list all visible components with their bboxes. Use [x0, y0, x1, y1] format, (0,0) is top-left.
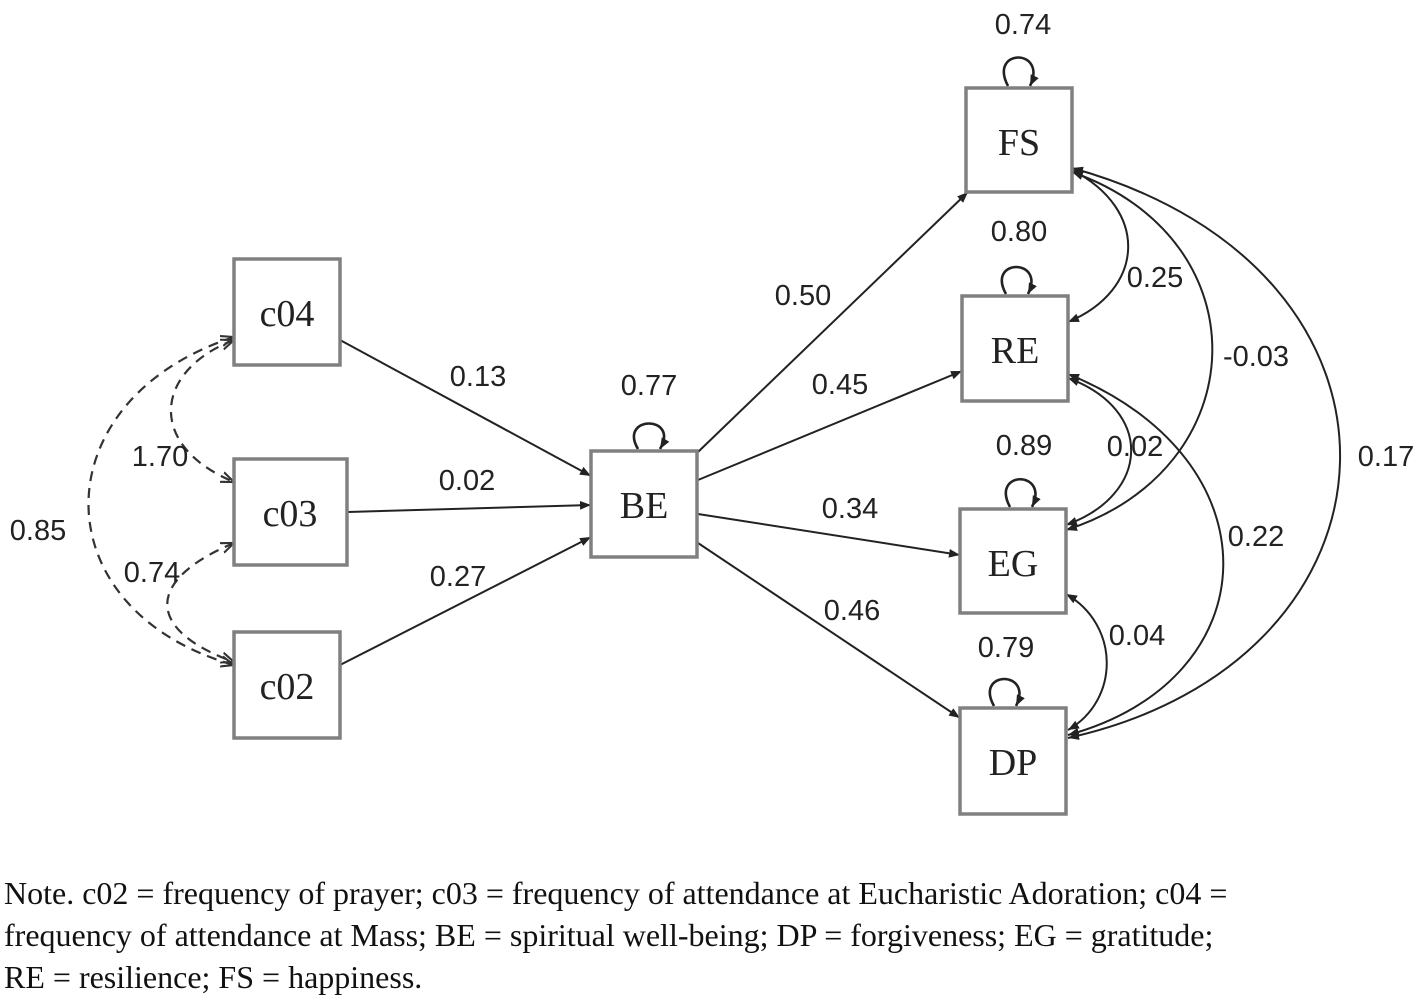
cov-fs-dp — [1067, 166, 1341, 740]
figure-note: Note. c02 = frequency of prayer; c03 = f… — [4, 872, 1414, 998]
variance-re: 0.80 — [991, 216, 1047, 248]
coef-be-dp: 0.46 — [824, 595, 880, 627]
coef-be-re: 0.45 — [812, 369, 868, 401]
cov-c04-c02 — [87, 337, 235, 665]
path-be-eg — [697, 513, 961, 558]
cov-label-fs-dp: 0.17 — [1358, 441, 1414, 473]
coef-be-fs: 0.50 — [775, 280, 831, 312]
path-be-dp — [697, 542, 961, 719]
node-re: RE — [960, 294, 1070, 403]
variance-fs: 0.74 — [995, 9, 1051, 41]
node-c04-label: c04 — [260, 293, 315, 335]
cov-label-c03-c02: 0.74 — [124, 557, 180, 589]
node-fs: FS — [964, 86, 1074, 194]
note-line-2: frequency of attendance at Mass; BE = sp… — [4, 917, 1214, 953]
path-c03-be — [347, 500, 592, 513]
cov-re-dp — [1067, 373, 1225, 737]
variance-dp: 0.79 — [978, 632, 1034, 664]
path-c02-be — [339, 536, 592, 666]
variance-eg: 0.89 — [996, 430, 1052, 462]
cov-fs-re — [1067, 169, 1130, 323]
cov-label-eg-dp: 0.04 — [1109, 620, 1165, 652]
node-c04: c04 — [232, 257, 342, 367]
note-line-1: Note. c02 = frequency of prayer; c03 = f… — [4, 875, 1228, 911]
node-c03-label: c03 — [263, 493, 318, 535]
cov-label-c04-c03: 1.70 — [132, 441, 188, 473]
coef-c02-be: 0.27 — [430, 561, 486, 593]
cov-label-c04-c02: 0.85 — [10, 515, 66, 547]
coef-c03-be: 0.02 — [439, 465, 495, 497]
node-re-label: RE — [991, 330, 1040, 372]
node-eg-label: EG — [988, 543, 1039, 585]
node-dp: DP — [958, 706, 1068, 816]
variance-loop-re — [1000, 265, 1037, 295]
variance-loop-eg — [1004, 477, 1041, 508]
cov-label-re-dp: 0.22 — [1228, 521, 1284, 553]
cov-eg-dp — [1065, 593, 1108, 731]
variance-be: 0.77 — [621, 370, 677, 402]
node-c03: c03 — [232, 457, 349, 567]
node-fs-label: FS — [998, 122, 1040, 164]
cov-c03-c02 — [166, 543, 234, 662]
path-diagram: c04 c03 c02 BE FS RE EG DP 0.13 0.02 0.2… — [10, 9, 1414, 816]
node-be-label: BE — [620, 485, 669, 527]
cov-fs-eg — [1065, 171, 1214, 531]
cov-label-fs-re: 0.25 — [1127, 262, 1183, 294]
node-eg: EG — [958, 507, 1068, 615]
node-be: BE — [589, 449, 699, 559]
coef-be-eg: 0.34 — [822, 493, 878, 525]
node-c02-label: c02 — [260, 666, 315, 708]
node-c02: c02 — [232, 630, 342, 740]
note-line-3: RE = resilience; FS = happiness. — [4, 959, 423, 995]
node-dp-label: DP — [989, 742, 1038, 784]
variance-loop-dp — [988, 677, 1025, 707]
path-c04-be — [339, 339, 592, 477]
cov-label-re-eg: 0.02 — [1107, 431, 1163, 463]
coef-c04-be: 0.13 — [450, 361, 506, 393]
path-be-re — [697, 370, 963, 481]
path-be-fs — [697, 191, 969, 453]
cov-re-eg — [1065, 377, 1133, 526]
variance-loop-fs — [1002, 56, 1039, 87]
cov-label-fs-eg: -0.03 — [1223, 341, 1289, 373]
variance-loop-be — [632, 422, 670, 450]
